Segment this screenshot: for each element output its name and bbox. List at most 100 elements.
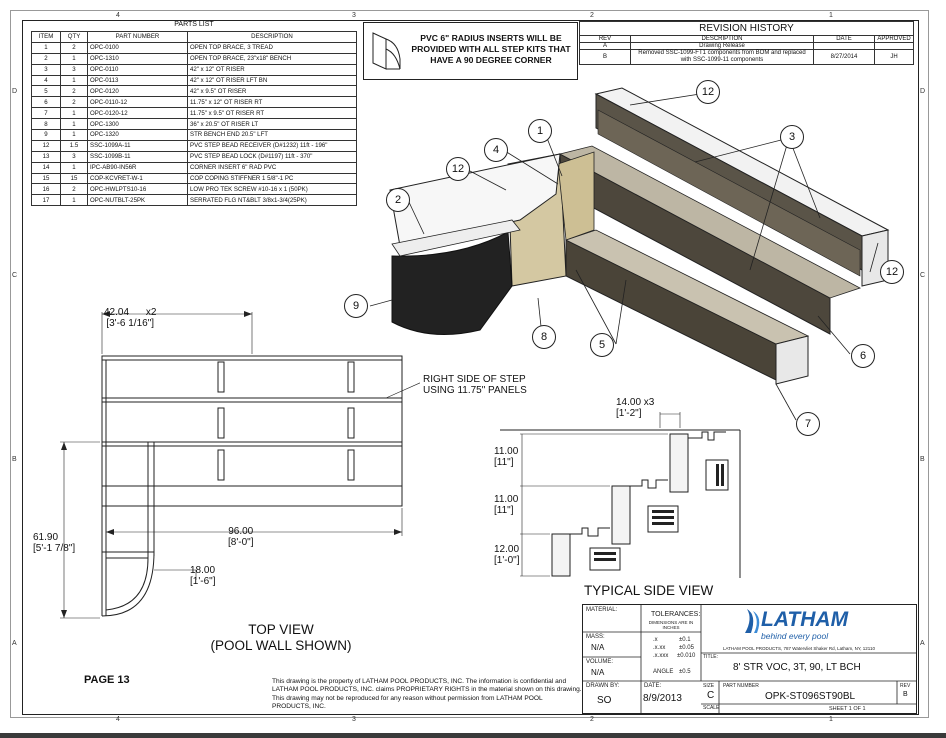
mass-label: MASS: — [586, 634, 605, 640]
date-value: 8/9/2013 — [643, 693, 682, 704]
parts-list-title: PARTS LIST — [174, 21, 214, 28]
item-cell: 1 — [31, 41, 61, 54]
material-label: MATERIAL: — [586, 607, 618, 613]
tolerances-sub: DIMENSIONS ARE IN INCHES — [648, 620, 694, 630]
dim-radius: 18.00 [1'-6"] — [190, 565, 215, 587]
zone-col-4-bottom: 4 — [116, 716, 120, 723]
description-cell: SERRATED FLG NT&BLT 3/8x1-3/4(25PK) — [187, 194, 357, 207]
title-label: TITLE: — [703, 654, 719, 660]
item-cell: 12 — [31, 139, 61, 152]
part-number-value: OPK-ST096ST90BL — [765, 691, 856, 702]
rev-b-date: 8/27/2014 — [813, 49, 875, 65]
col-item: ITEM — [31, 31, 61, 43]
qty-cell: 1 — [60, 194, 88, 207]
part-number-cell: SSC-1099A-11 — [87, 139, 188, 152]
mass-value: N/A — [591, 643, 605, 652]
callout-4: 4 — [484, 138, 508, 162]
dim-riser-1-ft: [11"] — [494, 457, 514, 468]
side-riser-tan — [557, 151, 595, 241]
qty-cell: 2 — [60, 41, 88, 54]
title-block-grid — [583, 605, 916, 713]
radius-insert-notice: PVC 6" RADIUS INSERTS WILL BE PROVIDED W… — [363, 22, 578, 80]
rev-col-rev: REV — [579, 35, 631, 43]
description-cell: OPEN TOP BRACE, 23"x18" BENCH — [187, 52, 357, 65]
part-number-cell: OPC-0120-12 — [87, 107, 188, 120]
item-cell: 6 — [31, 96, 61, 109]
bench-radius-end — [391, 231, 513, 335]
dim-width-value: 42.04 — [104, 307, 130, 318]
dim-riser-1: 11.00 [11"] — [494, 446, 518, 468]
company-address: LATHAM POOL PRODUCTS, 787 Watervliet Sha… — [723, 646, 875, 651]
sheet-border — [10, 10, 929, 718]
angle-value: ±0.5 — [679, 669, 691, 675]
item-cell: 3 — [31, 63, 61, 76]
notice-text: PVC 6" RADIUS INSERTS WILL BE PROVIDED W… — [411, 33, 571, 65]
revision-history-title: REVISION HISTORY — [579, 21, 914, 36]
zone-row-d: D — [12, 88, 18, 95]
back-riser-face — [597, 109, 861, 277]
latham-tagline: behind every pool — [761, 631, 829, 641]
dim-tread-value: 14.00 x3 — [616, 397, 655, 408]
dim-height: 61.90 [5'-1 7/8"] — [33, 532, 75, 554]
qty-cell: 1 — [60, 74, 88, 87]
dim-radius-value: 18.00 — [190, 565, 216, 576]
top-view-title-line1: TOP VIEW — [248, 622, 314, 637]
col-description: DESCRIPTION — [187, 31, 357, 43]
part-number-cell: OPC-0110-12 — [87, 96, 188, 109]
qty-cell: 1 — [60, 161, 88, 174]
front-top-rail — [391, 219, 521, 257]
part-number-cell: OPC-1320 — [87, 129, 188, 141]
part-number-cell: OPC-0113 — [87, 74, 188, 87]
item-cell: 15 — [31, 172, 61, 185]
tolerances-label: TOLERANCES: — [651, 611, 701, 618]
top-view-drawing — [60, 311, 420, 619]
qty-cell: 1 — [60, 107, 88, 120]
callout-8: 8 — [532, 325, 556, 349]
zone-row-a: A — [12, 640, 17, 647]
callout-1: 1 — [528, 119, 552, 143]
qty-cell: 1 — [60, 118, 88, 131]
col-qty: QTY — [60, 31, 88, 43]
dim-riser-1-value: 11.00 — [494, 446, 519, 457]
callout-6: 6 — [851, 344, 875, 368]
qty-cell: 2 — [60, 96, 88, 109]
description-cell: 42" x 12" OT RISER — [187, 63, 357, 76]
zone-col-1-bottom: 1 — [829, 716, 833, 723]
qty-cell: 15 — [60, 172, 88, 185]
col-part-number: PART NUMBER — [87, 31, 188, 43]
tol-xxx-value: ±0.010 — [677, 653, 696, 659]
rev-b-desc: Removed SSC-1099-FT1 components from BOM… — [630, 49, 814, 65]
qty-cell: 1 — [60, 129, 88, 141]
drawn-by-value: SO — [597, 695, 612, 706]
revision-history-table: REVISION HISTORY REV DESCRIPTION DATE AP… — [579, 21, 914, 65]
rev-b: B — [579, 49, 631, 65]
part-number-cell: OPC-0120 — [87, 85, 188, 98]
item-cell: 7 — [31, 107, 61, 120]
volume-label: VOLUME: — [586, 659, 614, 665]
part-number-cell: OPC-1300 — [87, 118, 188, 131]
bottom-bar — [0, 733, 946, 738]
qty-cell: 3 — [60, 150, 88, 163]
rev-a: A — [579, 42, 631, 50]
isometric-step-drawing — [369, 87, 890, 421]
part-number-cell: COP-KCVRET-W-1 — [87, 172, 188, 185]
qty-cell: 2 — [60, 183, 88, 196]
tol-xx-value: ±0.05 — [679, 645, 694, 651]
item-cell: 14 — [31, 161, 61, 174]
zone-row-a-right: A — [920, 640, 925, 647]
middle-tread — [558, 145, 862, 299]
zone-col-4: 4 — [116, 12, 120, 19]
tol-xxx: .x.xxx — [653, 653, 669, 659]
item-cell: 9 — [31, 129, 61, 141]
dim-radius-ft: [1'-6"] — [190, 576, 216, 587]
